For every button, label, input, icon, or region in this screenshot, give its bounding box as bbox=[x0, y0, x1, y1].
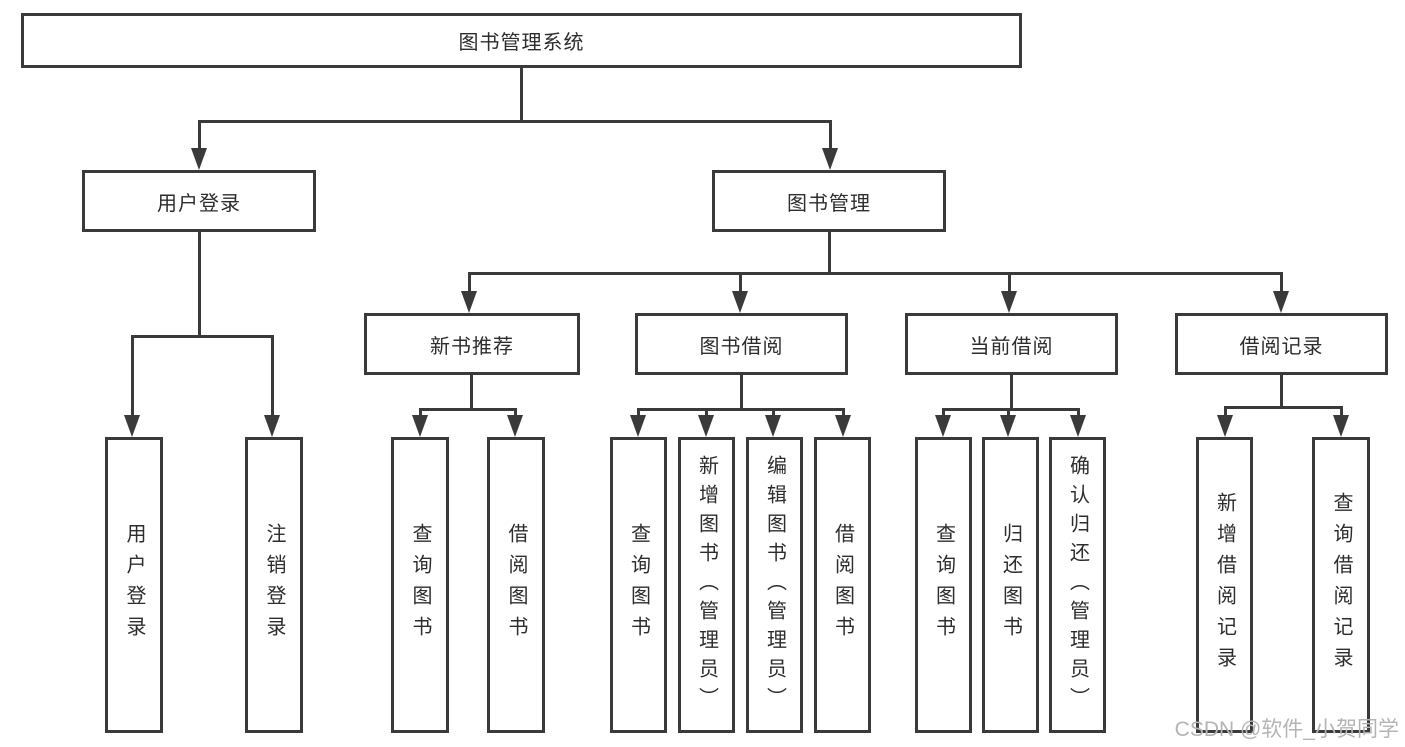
connector-borrow-records-stub bbox=[1280, 375, 1283, 406]
node-new-book-recommend: 新书推荐 bbox=[364, 313, 580, 375]
connector-level3-rail bbox=[468, 272, 1283, 275]
connector-drop-current-borrowing bbox=[1008, 272, 1011, 294]
leaf-query-borrow-record-label: 查询借阅记录 bbox=[1330, 492, 1352, 678]
connector-level2-rail bbox=[198, 120, 832, 123]
connector-group4-rail bbox=[942, 408, 1080, 411]
connector-drop-leaf-user-login bbox=[131, 335, 134, 417]
arrowhead-query-borrow-record-icon bbox=[1333, 415, 1349, 437]
connector-group3-rail bbox=[637, 408, 845, 411]
node-book-borrowing: 图书借阅 bbox=[635, 313, 848, 375]
leaf-query-books-borrowing-label: 查询图书 bbox=[627, 523, 650, 647]
node-user-login-label: 用户登录 bbox=[157, 192, 241, 215]
leaf-edit-book-admin: 编辑图书（管理员） bbox=[746, 437, 803, 733]
connector-drop-new-book-recommend bbox=[468, 272, 471, 294]
node-book-management-label: 图书管理 bbox=[787, 192, 871, 215]
arrowhead-book-borrowing-icon bbox=[732, 291, 748, 313]
leaf-query-books-current: 查询图书 bbox=[915, 437, 972, 733]
arrowhead-query-books-current-icon bbox=[935, 415, 951, 437]
connector-drop-borrow-records bbox=[1280, 272, 1283, 294]
connector-drop-borrow-books-borrowing bbox=[842, 408, 845, 418]
leaf-return-book-label: 归还图书 bbox=[999, 523, 1022, 647]
node-user-login: 用户登录 bbox=[82, 170, 316, 232]
arrowhead-leaf-logout-icon bbox=[264, 415, 280, 437]
arrowhead-add-book-admin-icon bbox=[698, 415, 714, 437]
arrowhead-borrow-records-icon bbox=[1273, 291, 1289, 313]
leaf-query-books-recommend-label: 查询图书 bbox=[409, 523, 431, 647]
leaf-user-login-label: 用户登录 bbox=[123, 523, 145, 647]
leaf-add-borrow-record-label: 新增借阅记录 bbox=[1213, 492, 1236, 678]
arrowhead-current-borrowing-icon bbox=[1001, 291, 1017, 313]
connector-drop-return-book bbox=[1007, 408, 1010, 418]
connector-root-stub bbox=[520, 68, 523, 120]
leaf-borrow-books-recommend-label: 借阅图书 bbox=[505, 523, 527, 647]
node-new-book-recommend-label: 新书推荐 bbox=[430, 335, 514, 358]
connector-drop-book-management bbox=[829, 120, 832, 152]
arrowhead-edit-book-admin-icon bbox=[765, 415, 781, 437]
csdn-watermark: CSDN @软件_小贺同学 bbox=[1174, 718, 1399, 741]
node-book-borrowing-label: 图书借阅 bbox=[699, 335, 784, 358]
connector-group5-rail bbox=[1224, 406, 1343, 409]
leaf-logout-label: 注销登录 bbox=[263, 523, 285, 647]
leaf-confirm-return-admin: 确认归还（管理员） bbox=[1049, 437, 1106, 733]
leaf-query-books-current-label: 查询图书 bbox=[932, 523, 955, 647]
leaf-edit-book-admin-label: 编辑图书（管理员） bbox=[763, 454, 786, 716]
connector-drop-add-book-admin bbox=[705, 408, 708, 418]
arrowhead-query-books-recommend-icon bbox=[412, 415, 428, 437]
node-current-borrowing-label: 当前借阅 bbox=[969, 335, 1054, 358]
arrowhead-user-login-icon bbox=[191, 148, 207, 170]
leaf-logout: 注销登录 bbox=[245, 437, 303, 733]
leaf-borrow-books-borrowing-label: 借阅图书 bbox=[831, 523, 854, 647]
node-borrow-records-label: 借阅记录 bbox=[1239, 335, 1324, 358]
connector-drop-query-books-borrowing bbox=[637, 408, 640, 418]
connector-current-borrowing-stub bbox=[1010, 375, 1013, 408]
node-borrow-records: 借阅记录 bbox=[1175, 313, 1388, 375]
arrowhead-book-management-icon bbox=[822, 148, 838, 170]
node-root: 图书管理系统 bbox=[21, 13, 1022, 68]
connector-group2-rail bbox=[419, 408, 517, 411]
leaf-confirm-return-admin-label: 确认归还（管理员） bbox=[1066, 454, 1089, 716]
connector-book-borrowing-stub bbox=[740, 375, 743, 408]
connector-user-login-stub bbox=[198, 232, 201, 335]
arrowhead-borrow-books-borrowing-icon bbox=[835, 415, 851, 437]
node-book-management: 图书管理 bbox=[712, 170, 946, 232]
node-root-label: 图书管理系统 bbox=[458, 32, 585, 54]
arrowhead-return-book-icon bbox=[1000, 415, 1016, 437]
connector-drop-leaf-logout bbox=[271, 335, 274, 417]
connector-drop-query-borrow-record bbox=[1340, 406, 1343, 418]
connector-drop-borrow-books-recommend bbox=[514, 408, 517, 418]
connector-drop-query-books-recommend bbox=[419, 408, 422, 418]
leaf-add-borrow-record: 新增借阅记录 bbox=[1196, 437, 1253, 733]
leaf-query-borrow-record: 查询借阅记录 bbox=[1312, 437, 1370, 733]
connector-drop-book-borrowing bbox=[739, 272, 742, 294]
arrowhead-borrow-books-recommend-icon bbox=[507, 415, 523, 437]
connector-drop-edit-book-admin bbox=[772, 408, 775, 418]
leaf-borrow-books-borrowing: 借阅图书 bbox=[814, 437, 871, 733]
arrowhead-query-books-borrowing-icon bbox=[630, 415, 646, 437]
connector-drop-confirm-return-admin bbox=[1077, 408, 1080, 418]
leaf-query-books-borrowing: 查询图书 bbox=[610, 437, 667, 733]
arrowhead-leaf-user-login-icon bbox=[124, 415, 140, 437]
arrowhead-new-book-recommend-icon bbox=[461, 291, 477, 313]
connector-group1-rail bbox=[131, 335, 274, 338]
leaf-add-book-admin: 新增图书（管理员） bbox=[678, 437, 735, 733]
connector-drop-user-login bbox=[198, 120, 201, 152]
leaf-borrow-books-recommend: 借阅图书 bbox=[487, 437, 545, 733]
leaf-add-book-admin-label: 新增图书（管理员） bbox=[695, 454, 718, 716]
connector-drop-add-borrow-record bbox=[1224, 406, 1227, 418]
connector-drop-query-books-current bbox=[942, 408, 945, 418]
connector-new-book-recommend-stub bbox=[470, 375, 473, 408]
arrowhead-add-borrow-record-icon bbox=[1217, 415, 1233, 437]
arrowhead-confirm-return-admin-icon bbox=[1070, 415, 1086, 437]
leaf-query-books-recommend: 查询图书 bbox=[391, 437, 449, 733]
connector-book-management-stub bbox=[828, 232, 831, 272]
node-current-borrowing: 当前借阅 bbox=[905, 313, 1118, 375]
leaf-return-book: 归还图书 bbox=[982, 437, 1039, 733]
leaf-user-login: 用户登录 bbox=[105, 437, 163, 733]
